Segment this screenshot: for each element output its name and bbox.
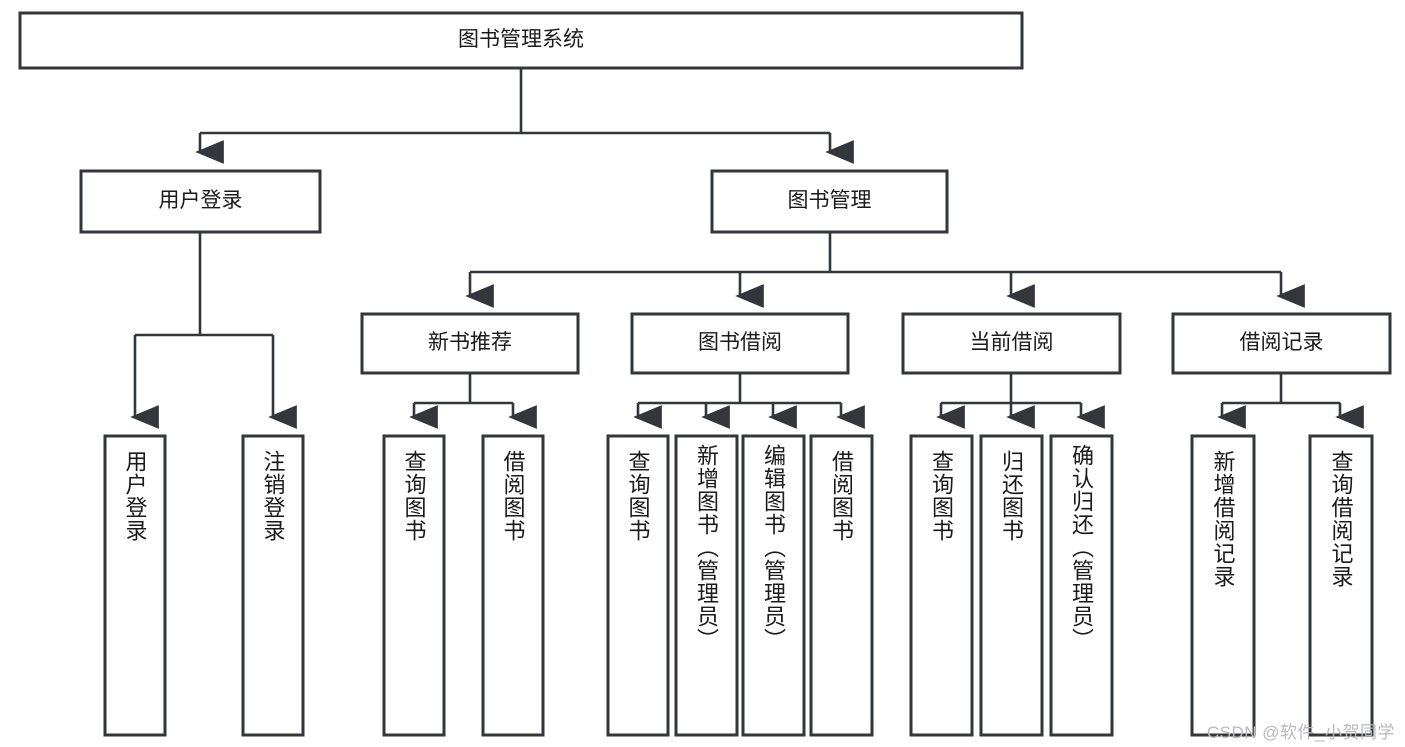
leaf-box-borrow-edit[interactable] (741, 434, 806, 737)
node-new-book-recommend[interactable] (360, 312, 580, 375)
connector-newbook-to-leaves (409, 373, 537, 429)
leaf-box-record-add[interactable] (1190, 434, 1256, 737)
csdn-watermark: CSDN @软件_小贺同学 (1206, 723, 1395, 742)
leaf-box-record-query[interactable] (1308, 434, 1374, 737)
leaf-box-current-return[interactable] (979, 434, 1044, 737)
leaf-box-newbook-borrow[interactable] (481, 434, 545, 737)
leaf-box-newbook-query[interactable] (382, 434, 446, 737)
node-user-login[interactable] (79, 169, 322, 234)
connector-borrow-to-leaves (633, 373, 865, 429)
connector-bookmgmt-to-level3 (465, 232, 1305, 308)
connector-root-to-level2 (195, 68, 854, 164)
leaf-box-borrow-query[interactable] (606, 434, 670, 737)
node-current-borrow[interactable] (901, 312, 1122, 375)
leaf-box-current-confirm[interactable] (1049, 434, 1114, 737)
leaf-box-borrow-lend[interactable] (809, 434, 874, 737)
connector-records-to-leaves (1217, 373, 1364, 429)
leaf-box-user-login[interactable] (103, 434, 167, 737)
connector-userlogin-to-leaves (130, 232, 297, 429)
node-borrow-records[interactable] (1171, 312, 1392, 375)
leaf-box-borrow-add[interactable] (674, 434, 739, 737)
node-book-borrow[interactable] (630, 312, 850, 375)
connector-current-to-leaves (936, 373, 1105, 429)
node-root[interactable] (18, 11, 1024, 70)
leaf-box-logout[interactable] (241, 434, 305, 737)
leaf-box-current-query[interactable] (909, 434, 974, 737)
node-book-management[interactable] (710, 169, 949, 234)
